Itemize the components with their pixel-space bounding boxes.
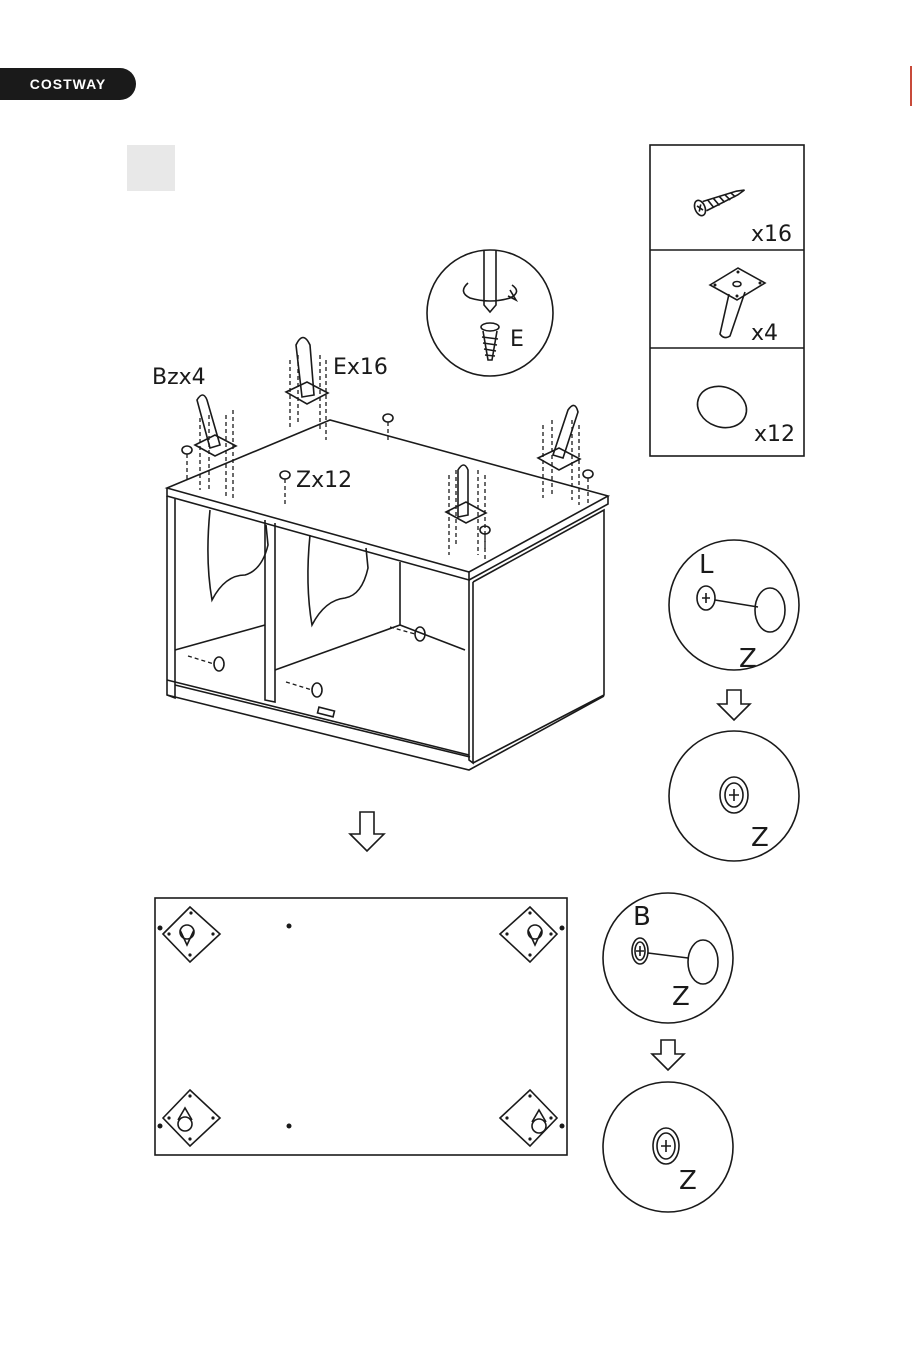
screw-count: x16: [751, 222, 792, 247]
z3-label: Z: [672, 982, 690, 1012]
screw-e-icon: [481, 323, 499, 360]
screw-icon: [692, 183, 747, 218]
z4-label: Z: [679, 1166, 697, 1196]
leg-front-right: [446, 465, 486, 555]
cap-icon: [692, 380, 753, 435]
hardware-panel: x16 x4 x12: [650, 145, 804, 456]
b-label: B: [633, 902, 651, 932]
detail-l-z: L Z: [669, 540, 799, 674]
zx-label: Zx12: [296, 468, 352, 493]
leg-back-center: [286, 338, 328, 441]
cap-count: x12: [754, 422, 795, 447]
e-label: E: [510, 327, 524, 352]
z2-label: Z: [751, 823, 769, 853]
detail-z-result-2: Z: [603, 1082, 733, 1212]
bz-label: Bzx4: [152, 365, 206, 390]
rotate-arrow-icon: [463, 283, 516, 301]
detail-b-z: B Z: [603, 893, 733, 1023]
l-label: L: [699, 550, 714, 580]
detail-z-result: Z: [669, 731, 799, 861]
leg-back-left: [195, 395, 236, 500]
ex-label: Ex16: [333, 355, 388, 380]
bottom-view: [155, 898, 567, 1155]
leg-count: x4: [751, 321, 778, 346]
down-arrow-icon-2: [718, 690, 750, 720]
screwdriver-detail: E: [427, 250, 553, 376]
down-arrow-icon-3: [652, 1040, 684, 1070]
screwdriver-icon: [484, 250, 496, 312]
down-arrow-icon: [350, 812, 384, 851]
cabinet-assembly: Bzx4 Ex16 Zx12: [152, 338, 608, 771]
z1-label: Z: [739, 644, 757, 674]
leg-back-right: [538, 405, 580, 505]
